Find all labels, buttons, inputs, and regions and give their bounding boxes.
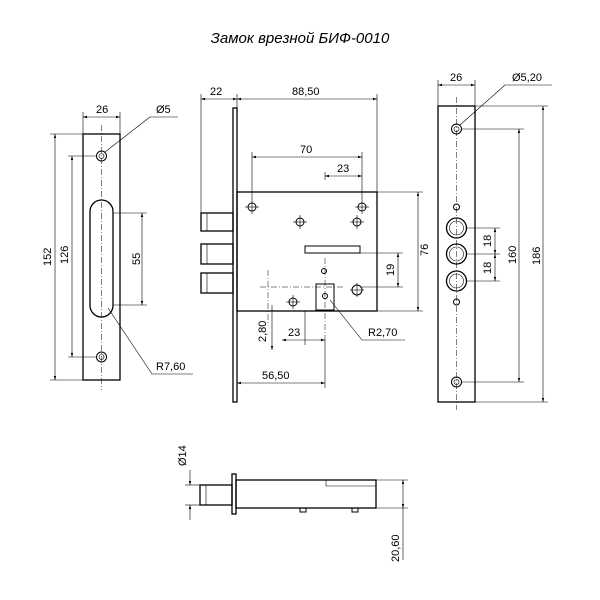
dim-bolt-18b: 18 (482, 262, 494, 274)
dim-23-top: 23 (337, 163, 349, 175)
dim-face-hole: Ø5,20 (512, 72, 542, 84)
strike-top-hole (96, 150, 107, 162)
faceplate-front-view: 26 Ø5,20 18 18 160 186 (437, 72, 552, 410)
dim-strike-55: 55 (131, 253, 143, 265)
dim-20-60: 20,60 (390, 534, 402, 562)
bolt-1 (200, 212, 234, 232)
lever-slot (304, 245, 361, 254)
lock-body-outline (236, 191, 378, 312)
dim-23-bottom: 23 (288, 327, 300, 339)
dim-2-80: 2,80 (257, 321, 269, 342)
dim-160: 160 (507, 246, 519, 264)
dim-r2-70: R2,70 (368, 327, 397, 339)
bolt-2 (200, 243, 234, 265)
strike-bottom-hole (96, 351, 107, 363)
dim-76: 76 (419, 244, 431, 256)
lock-body-view: 22 88,50 70 23 76 19 2,80 23 R2,7 (200, 86, 431, 403)
top-view-bolt (199, 484, 233, 506)
dim-strike-radius: R7,60 (156, 361, 185, 373)
dim-strike-hole: Ø5 (156, 104, 171, 116)
dim-face-width: 26 (450, 72, 462, 84)
dim-70: 70 (300, 144, 312, 156)
body-hole-5 (321, 268, 327, 274)
strike-plate-view: 26 Ø5 152 126 55 R7,60 (42, 104, 193, 390)
dim-56-50: 56,50 (262, 370, 290, 382)
dim-strike-width: 26 (96, 104, 108, 116)
dim-backset-22: 22 (210, 86, 222, 98)
dim-bolt-18a: 18 (482, 235, 494, 247)
drawing-title: Замок врезной БИФ-0010 (210, 30, 390, 47)
dim-strike-152: 152 (42, 248, 54, 266)
face-small-hole-top (453, 203, 460, 211)
dim-186: 186 (531, 247, 543, 265)
lock-top-view: Ø14 20,60 (177, 445, 408, 562)
top-view-body (235, 479, 377, 509)
dim-body-width: 88,50 (292, 86, 320, 98)
dim-19: 19 (385, 264, 397, 276)
bolt-3 (200, 272, 234, 294)
dim-bolt-d14: Ø14 (177, 445, 189, 466)
face-small-hole-bottom (453, 298, 460, 306)
dim-strike-126: 126 (59, 246, 71, 264)
